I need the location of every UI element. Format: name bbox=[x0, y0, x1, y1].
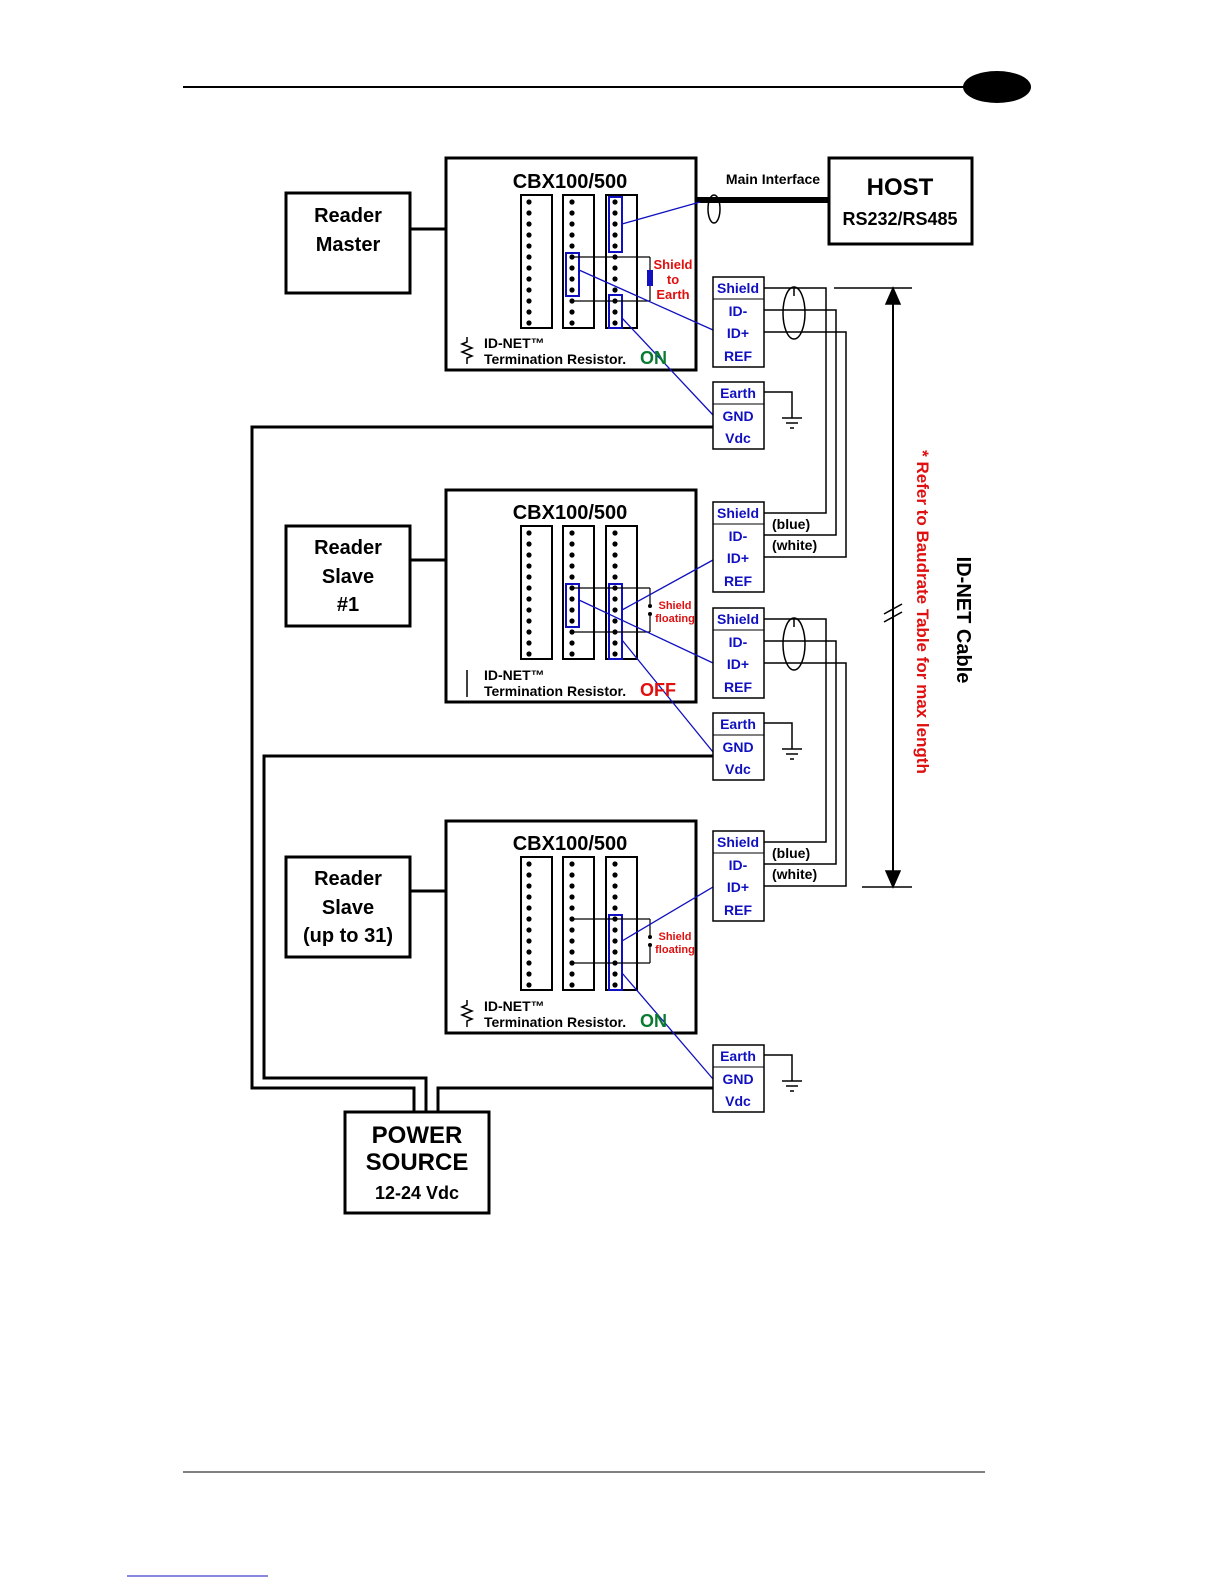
reader-master-line2: Master bbox=[316, 234, 381, 256]
power-source-line1: POWER bbox=[372, 1122, 463, 1149]
shield-floating-2-l2: floating bbox=[655, 944, 695, 956]
main-interface-label: Main Interface bbox=[726, 171, 820, 187]
terminal-gnd-3: GND bbox=[722, 1071, 753, 1087]
wire-blue-label-2: (blue) bbox=[772, 845, 810, 861]
shield-floating-1-l2: floating bbox=[655, 613, 695, 625]
main-interface-shield-icon bbox=[707, 194, 721, 224]
cable-length-dimension bbox=[834, 286, 912, 889]
bus-terminal-block-1: Shield ID- ID+ REF bbox=[712, 276, 765, 368]
terminal-shield-3: Shield bbox=[717, 834, 759, 850]
terminal-idplus-3: ID+ bbox=[727, 879, 749, 895]
terminal-idminus-3: ID- bbox=[729, 857, 748, 873]
power-wiring bbox=[250, 425, 713, 1112]
idnet-cable-segment-1 bbox=[764, 286, 847, 558]
terminal-idminus-1: ID- bbox=[729, 303, 748, 319]
power-terminal-block-2: Earth GND Vdc bbox=[712, 712, 765, 781]
power-source-line2: SOURCE bbox=[366, 1149, 469, 1176]
termination-resistor-on-icon-2 bbox=[459, 1000, 475, 1027]
cbx-box-slave-n bbox=[444, 819, 698, 1035]
termination-state-slave-n: ON bbox=[640, 1011, 667, 1031]
cbx-module-slave-n: Reader Slave (up to 31) CBX100/500 Shiel… bbox=[284, 819, 714, 1080]
termination-state-master: ON bbox=[640, 348, 667, 368]
terminal-gnd-2: GND bbox=[722, 739, 753, 755]
terminal-gnd-1: GND bbox=[722, 408, 753, 424]
reader-slave1-line3: #1 bbox=[337, 594, 359, 616]
cbx-module-master: Reader Master CBX100/500 Shield to Earth bbox=[284, 156, 714, 416]
idnet-label-master: ID-NET™ bbox=[484, 335, 545, 351]
host-box bbox=[827, 156, 974, 246]
earth-ground-icon-3 bbox=[764, 1054, 802, 1092]
termination-label-slave-n: Termination Resistor. bbox=[484, 1014, 626, 1030]
terminal-earth-3: Earth bbox=[720, 1048, 756, 1064]
terminal-idminus-2b: ID- bbox=[729, 634, 748, 650]
cbx-box-slave-1 bbox=[444, 488, 698, 704]
terminal-earth-2: Earth bbox=[720, 716, 756, 732]
terminal-shield-1: Shield bbox=[717, 280, 759, 296]
power-source-box bbox=[343, 1110, 491, 1215]
terminal-vdc-2: Vdc bbox=[725, 761, 751, 777]
idnet-label-slave-1: ID-NET™ bbox=[484, 667, 545, 683]
power-terminal-block-3: Earth GND Vdc bbox=[712, 1044, 765, 1113]
idnet-label-slave-n: ID-NET™ bbox=[484, 998, 545, 1014]
reader-slaven-line2: Slave bbox=[322, 897, 374, 919]
earth-ground-icon-2 bbox=[764, 722, 802, 760]
power-source-line3: 12-24 Vdc bbox=[375, 1183, 459, 1203]
wire-white-label-1: (white) bbox=[772, 537, 817, 553]
reader-slaven-line3: (up to 31) bbox=[303, 925, 393, 947]
shield-floating-2-l1: Shield bbox=[658, 931, 691, 943]
header-tab bbox=[963, 71, 1031, 103]
idnet-cable-segment-2 bbox=[764, 617, 847, 887]
reader-slave1-line2: Slave bbox=[322, 566, 374, 588]
host-title: HOST bbox=[867, 174, 934, 201]
bus-terminal-block-3: Shield ID- ID+ REF bbox=[712, 830, 765, 922]
reader-slaven-line1: Reader bbox=[314, 868, 382, 890]
shield-to-earth-l3: Earth bbox=[656, 287, 689, 302]
earth-ground-icon-1 bbox=[764, 391, 802, 429]
wire-blue-label-1: (blue) bbox=[772, 516, 810, 532]
reader-slave1-line1: Reader bbox=[314, 537, 382, 559]
cbx-module-slave-1: Reader Slave #1 CBX100/500 Shield floati… bbox=[284, 488, 714, 753]
terminal-idplus-2b: ID+ bbox=[727, 656, 749, 672]
terminal-idminus-2a: ID- bbox=[729, 528, 748, 544]
terminal-shield-2b: Shield bbox=[717, 611, 759, 627]
baudrate-note: * Refer to Baudrate Table for max length bbox=[913, 450, 932, 774]
power-terminal-block-1: Earth GND Vdc bbox=[712, 381, 765, 450]
terminal-ref-2a: REF bbox=[724, 573, 752, 589]
cbx-box-master bbox=[444, 156, 698, 372]
terminal-ref-3: REF bbox=[724, 902, 752, 918]
cable-label: ID-NET Cable bbox=[952, 557, 974, 684]
termination-label-master: Termination Resistor. bbox=[484, 351, 626, 367]
bus-terminal-block-2a: Shield ID- ID+ REF bbox=[712, 501, 765, 593]
termination-state-slave-1: OFF bbox=[640, 680, 676, 700]
terminal-ref-1: REF bbox=[724, 348, 752, 364]
cbx-title-slave-1: CBX100/500 bbox=[513, 502, 628, 524]
reader-master-line1: Reader bbox=[314, 205, 382, 227]
terminal-ref-2b: REF bbox=[724, 679, 752, 695]
terminal-idplus-2a: ID+ bbox=[727, 550, 749, 566]
terminal-vdc-3: Vdc bbox=[725, 1093, 751, 1109]
terminal-idplus-1: ID+ bbox=[727, 325, 749, 341]
shield-floating-1-l1: Shield bbox=[658, 600, 691, 612]
bus-terminal-block-2b: Shield ID- ID+ REF bbox=[712, 607, 765, 699]
cbx-title-slave-n: CBX100/500 bbox=[513, 833, 628, 855]
shield-to-earth-l1: Shield bbox=[653, 257, 692, 272]
termination-resistor-on-icon bbox=[459, 337, 475, 364]
terminal-shield-2a: Shield bbox=[717, 505, 759, 521]
shield-to-earth-l2: to bbox=[667, 272, 679, 287]
terminal-vdc-1: Vdc bbox=[725, 430, 751, 446]
cbx-title-master: CBX100/500 bbox=[513, 171, 628, 193]
terminal-earth-1: Earth bbox=[720, 385, 756, 401]
host-subtitle: RS232/RS485 bbox=[842, 209, 957, 229]
wire-white-label-2: (white) bbox=[772, 866, 817, 882]
termination-label-slave-1: Termination Resistor. bbox=[484, 683, 626, 699]
